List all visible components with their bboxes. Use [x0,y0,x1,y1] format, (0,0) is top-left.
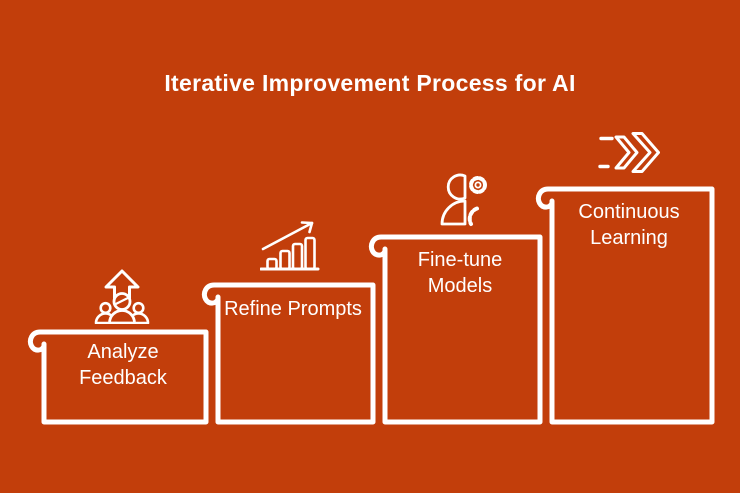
growth-chart-icon [260,221,320,271]
step-box-analyze-feedback [27,329,209,425]
person-gears-icon [440,173,487,226]
step-label-analyze-feedback: Analyze Feedback [79,341,167,389]
fast-forward-icon [598,132,660,173]
step-label-refine-prompts: Refine Prompts [224,298,362,320]
step-box-fine-tune-models [368,234,543,425]
step-box-continuous-learning [535,186,715,425]
step-label-continuous-learning: Continuous Learning [578,201,680,249]
step-box-refine-prompts [201,282,376,425]
team-growth-icon [94,269,150,324]
page-title: Iterative Improvement Process for AI [164,70,576,96]
step-label-fine-tune-models: Fine-tune Models [417,249,503,297]
